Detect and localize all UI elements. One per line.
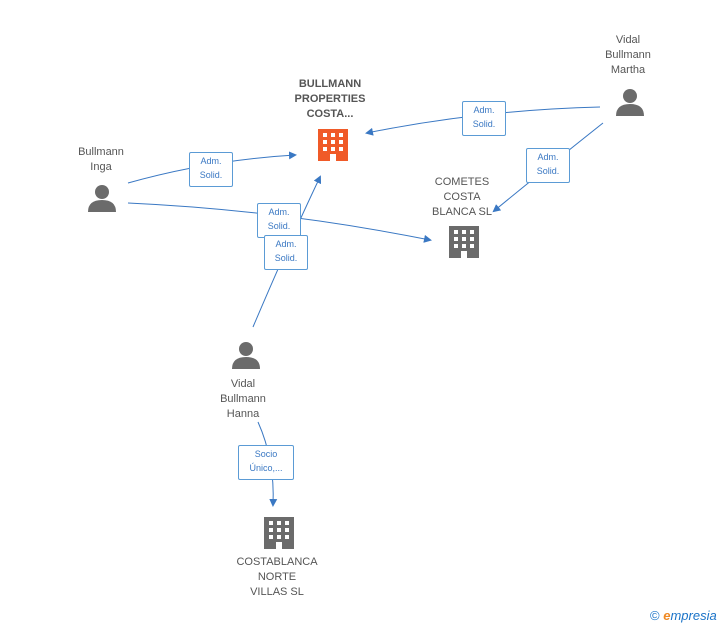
brand-initial: e [663,608,671,623]
edge-label-martha-main[interactable]: Adm. Solid. [462,101,506,136]
building-icon-cometes[interactable] [449,226,479,258]
empresia-watermark: © empresia [650,608,717,623]
person-icon-hanna[interactable] [232,342,260,369]
edge-label-martha-cometes[interactable]: Adm. Solid. [526,148,570,183]
label-cometes[interactable]: COMETES COSTA BLANCA SL [432,176,492,218]
edge-label-hanna-costablanca[interactable]: Socio Único,... [238,445,294,480]
edge-label-inga-main[interactable]: Adm. Solid. [189,152,233,187]
edge-label-hanna-main[interactable]: Adm. Solid. [264,235,308,270]
label-martha[interactable]: Vidal Bullmann Martha [605,34,651,76]
person-icon-inga[interactable] [88,185,116,212]
person-icon-martha[interactable] [616,89,644,116]
edge-label-inga-cometes[interactable]: Adm. Solid. [257,203,301,238]
building-icon-main[interactable] [318,129,348,161]
building-icon-costablanca[interactable] [264,517,294,549]
brand-rest: mpresia [670,608,717,623]
label-inga[interactable]: Bullmann Inga [78,146,124,173]
copyright-icon: © [650,608,660,623]
label-main-company[interactable]: BULLMANN PROPERTIES COSTA... [294,78,366,120]
label-costablanca[interactable]: COSTABLANCA NORTE VILLAS SL [236,556,318,598]
label-hanna[interactable]: Vidal Bullmann Hanna [220,378,266,420]
